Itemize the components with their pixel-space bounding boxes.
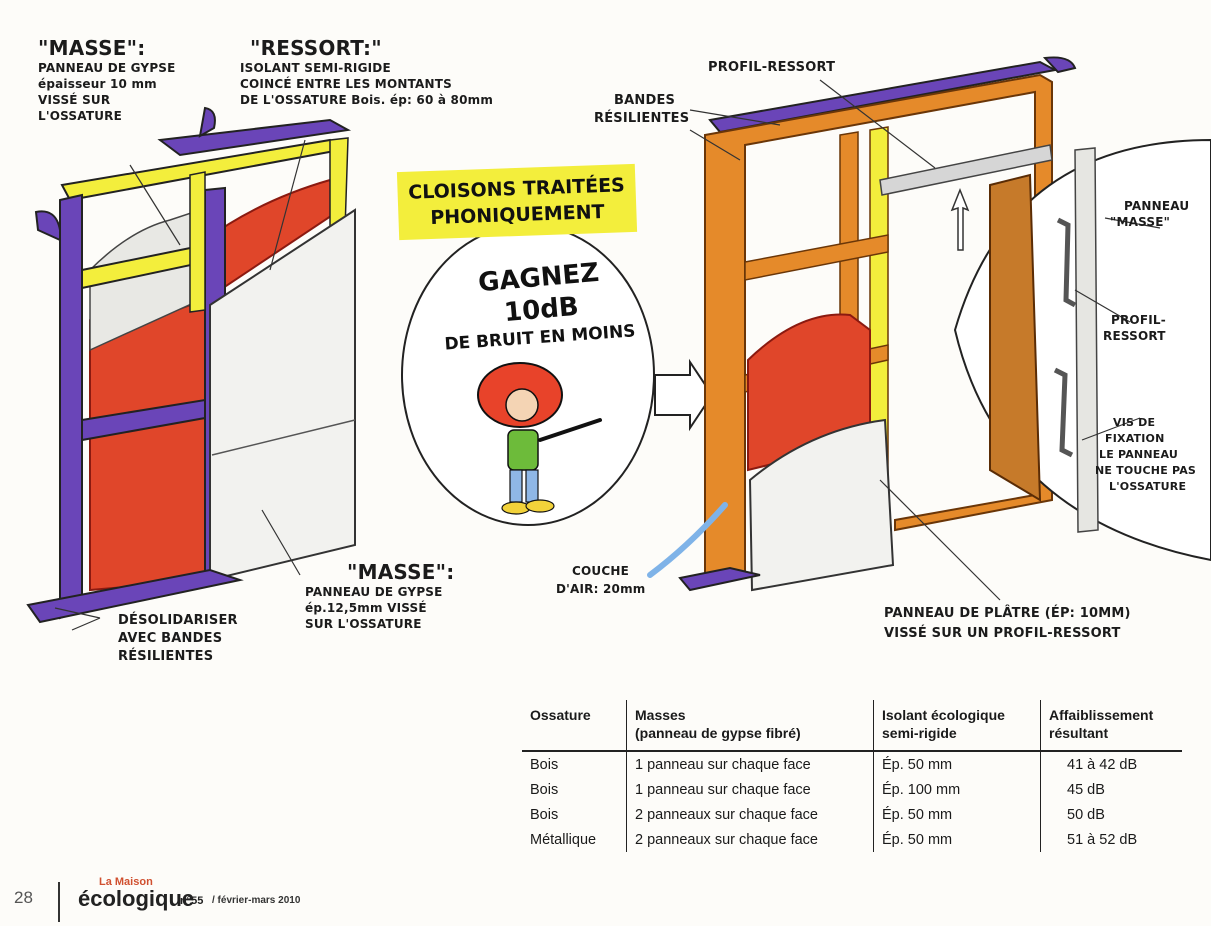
cell-affaiblissement: 45 dB	[1041, 777, 1183, 802]
header-ossature: Ossature	[522, 700, 627, 751]
acoustic-spec-table: Ossature Masses (panneau de gypse fibré)…	[522, 700, 1182, 852]
label-bandes-line-1: BANDES	[614, 92, 689, 110]
arrow-icon	[655, 362, 712, 428]
table-header-row: Ossature Masses (panneau de gypse fibré)…	[522, 700, 1182, 751]
header-affaiblissement: Affaiblissement résultant	[1041, 700, 1183, 751]
label-panneau-masse-line-1: PANNEAU	[1124, 198, 1189, 214]
cell-masses: 1 panneau sur chaque face	[627, 751, 874, 777]
label-couche-air-line-2: D'AIR: 20mm	[556, 580, 646, 598]
label-profil-ressort-top: PROFIL-RESSORT	[708, 60, 835, 76]
table-row: Bois 1 panneau sur chaque face Ép. 50 mm…	[522, 751, 1182, 777]
label-ressort-top-line-1: ISOLANT SEMI-RIGIDE	[240, 60, 493, 76]
left-wall-drawing	[28, 108, 355, 622]
label-ressort-top-line-2: COINCÉ ENTRE LES MONTANTS	[240, 76, 493, 92]
cell-masses: 2 panneaux sur chaque face	[627, 827, 874, 852]
label-masse-bottom-line-3: SUR L'OSSATURE	[305, 616, 454, 632]
table-row: Métallique 2 panneaux sur chaque face Ép…	[522, 827, 1182, 852]
label-couche-air: COUCHE D'AIR: 20mm	[556, 562, 646, 598]
cell-ossature: Bois	[522, 777, 627, 802]
page-footer: 28 La Maison écologique n°55 / février-m…	[0, 870, 1211, 926]
slogan: GAGNEZ 10dB DE BRUIT EN MOINS	[440, 262, 640, 350]
label-vis-line-3: LE PANNEAU	[1099, 447, 1196, 463]
table-row: Bois 2 panneaux sur chaque face Ép. 50 m…	[522, 802, 1182, 827]
label-profil-ressort-right: PROFIL- RESSORT	[1103, 312, 1166, 344]
label-vis-line-1: VIS DE	[1113, 415, 1196, 431]
header-masses-line-1: Masses	[635, 706, 865, 724]
label-profil-ressort-right-line-1: PROFIL-	[1111, 312, 1166, 328]
cell-ossature: Bois	[522, 802, 627, 827]
label-ressort-top-line-3: DE L'OSSATURE Bois. ép: 60 à 80mm	[240, 92, 493, 108]
label-masse-top-line-3: VISSÉ SUR	[38, 92, 176, 108]
label-desolidariser: DÉSOLIDARISER AVEC BANDES RÉSILIENTES	[118, 612, 238, 666]
footer-divider	[58, 882, 60, 922]
header-ossature-text: Ossature	[530, 707, 591, 723]
label-masse-bottom-title: "MASSE":	[347, 560, 454, 584]
header-isolant-line-2: semi-rigide	[882, 724, 1032, 742]
label-vis-fixation: VIS DE FIXATION LE PANNEAU NE TOUCHE PAS…	[1095, 415, 1196, 495]
cell-masses: 2 panneaux sur chaque face	[627, 802, 874, 827]
label-vis-line-5: L'OSSATURE	[1109, 479, 1196, 495]
label-masse-top-line-1: PANNEAU DE GYPSE	[38, 60, 176, 76]
cell-isolant: Ép. 100 mm	[874, 777, 1041, 802]
label-vis-line-2: FIXATION	[1105, 431, 1196, 447]
cell-isolant: Ép. 50 mm	[874, 802, 1041, 827]
headline-line-2: PHONIQUEMENT	[430, 199, 605, 231]
label-masse-top-line-2: épaisseur 10 mm	[38, 76, 176, 92]
cell-affaiblissement: 50 dB	[1041, 802, 1183, 827]
label-desolidariser-line-2: AVEC BANDES	[118, 630, 238, 648]
magazine-brand-name: écologique	[78, 886, 194, 912]
cell-affaiblissement: 51 à 52 dB	[1041, 827, 1183, 852]
label-masse-bottom-line-2: ép.12,5mm VISSÉ	[305, 600, 454, 616]
label-ressort-top: "RESSORT:" ISOLANT SEMI-RIGIDE COINCÉ EN…	[240, 36, 493, 108]
page-number: 28	[14, 888, 33, 908]
table-row: Bois 1 panneau sur chaque face Ép. 100 m…	[522, 777, 1182, 802]
cell-affaiblissement: 41 à 42 dB	[1041, 751, 1183, 777]
label-panneau-platre-line-2: VISSÉ SUR UN PROFIL-RESSORT	[884, 624, 1131, 644]
cell-ossature: Bois	[522, 751, 627, 777]
header-affaiblissement-line-1: Affaiblissement	[1049, 706, 1174, 724]
label-bandes-line-2: RÉSILIENTES	[594, 110, 689, 128]
label-masse-top: "MASSE": PANNEAU DE GYPSE épaisseur 10 m…	[38, 36, 176, 124]
cell-isolant: Ép. 50 mm	[874, 751, 1041, 777]
label-bandes-resilientes: BANDES RÉSILIENTES	[594, 92, 689, 128]
label-ressort-top-title: "RESSORT:"	[250, 36, 493, 60]
label-profil-ressort-right-line-2: RESSORT	[1103, 328, 1166, 344]
magazine-issue-date: / février-mars 2010	[212, 895, 300, 906]
label-panneau-masse-line-2: "MASSE"	[1110, 214, 1189, 230]
header-masses: Masses (panneau de gypse fibré)	[627, 700, 874, 751]
header-isolant: Isolant écologique semi-rigide	[874, 700, 1041, 751]
label-desolidariser-line-3: RÉSILIENTES	[118, 648, 238, 666]
cell-ossature: Métallique	[522, 827, 627, 852]
cell-isolant: Ép. 50 mm	[874, 827, 1041, 852]
label-masse-top-line-4: L'OSSATURE	[38, 108, 176, 124]
magazine-issue: n°55	[180, 895, 203, 907]
label-vis-line-4: NE TOUCHE PAS	[1095, 463, 1196, 479]
header-isolant-line-1: Isolant écologique	[882, 706, 1032, 724]
label-panneau-masse: PANNEAU "MASSE"	[1110, 198, 1189, 230]
header-masses-line-2: (panneau de gypse fibré)	[635, 724, 865, 742]
header-affaiblissement-line-2: résultant	[1049, 724, 1174, 742]
headline-box: CLOISONS TRAITÉES PHONIQUEMENT	[397, 164, 637, 240]
label-couche-air-line-1: COUCHE	[572, 562, 646, 580]
label-masse-top-title: "MASSE":	[38, 36, 176, 60]
label-masse-bottom: "MASSE": PANNEAU DE GYPSE ép.12,5mm VISS…	[305, 560, 454, 632]
cell-masses: 1 panneau sur chaque face	[627, 777, 874, 802]
label-desolidariser-line-1: DÉSOLIDARISER	[118, 612, 238, 630]
label-masse-bottom-line-1: PANNEAU DE GYPSE	[305, 584, 454, 600]
